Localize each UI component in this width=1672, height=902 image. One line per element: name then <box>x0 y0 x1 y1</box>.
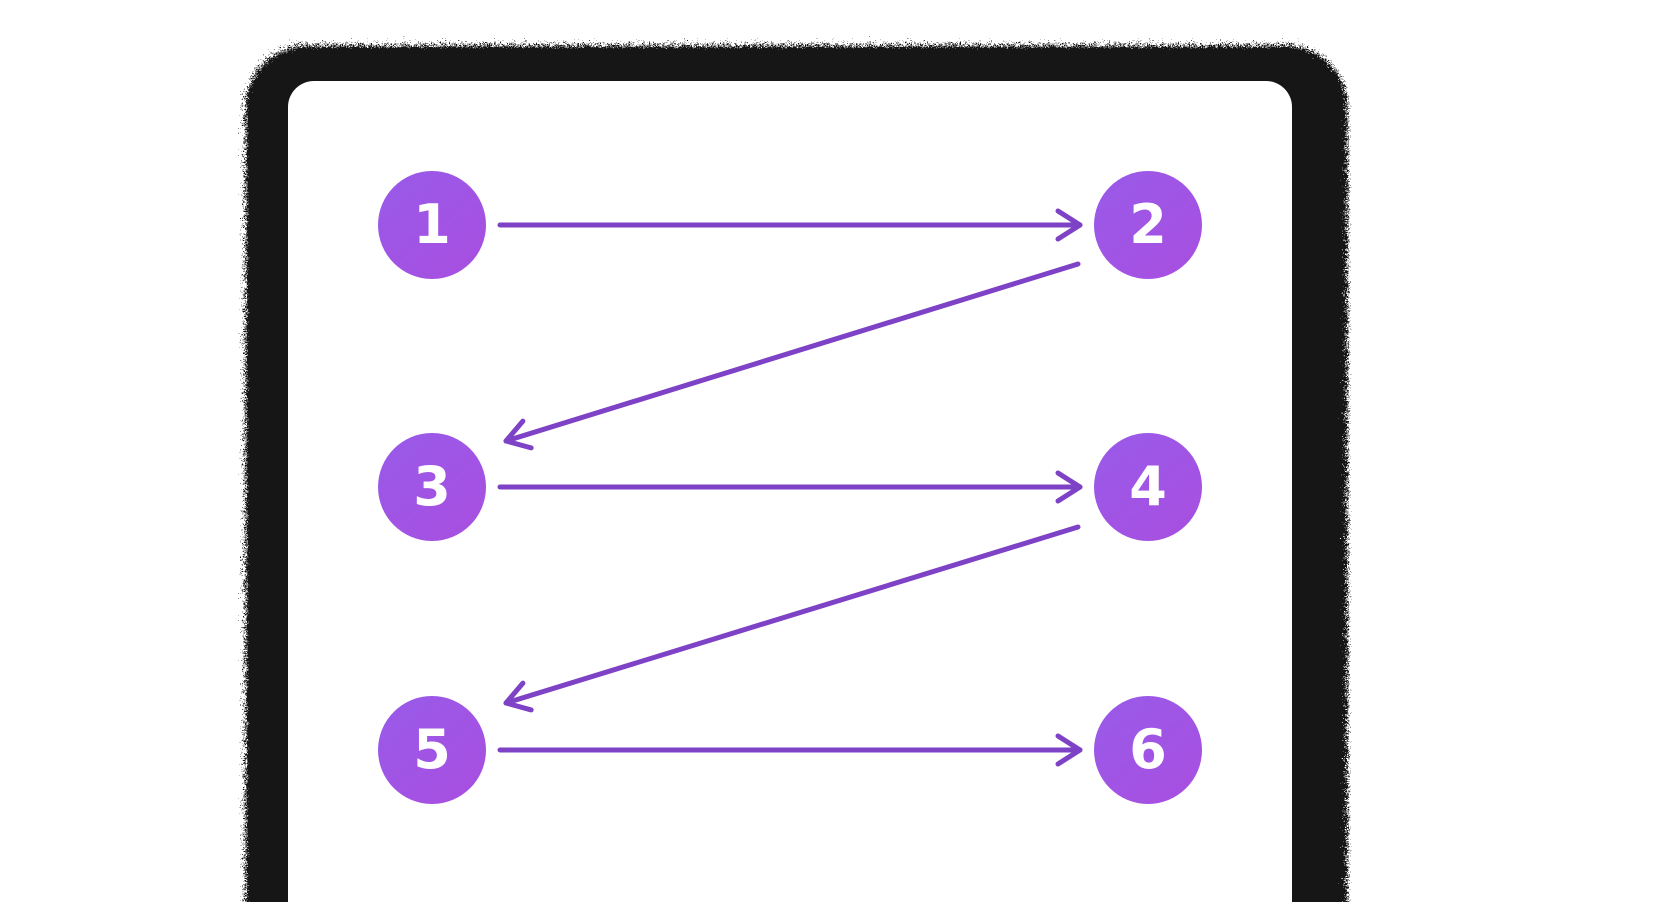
node-label-1: 1 <box>413 193 451 256</box>
node-label-5: 5 <box>413 718 451 781</box>
node-label-6: 6 <box>1129 718 1167 781</box>
node-label-2: 2 <box>1129 193 1167 256</box>
node-circle-6: 6 <box>1094 696 1202 804</box>
node-circle-3: 3 <box>378 433 486 541</box>
node-circle-2: 2 <box>1094 171 1202 279</box>
node-label-4: 4 <box>1129 455 1167 518</box>
edge-4-to-5 <box>503 524 1081 713</box>
node-circle-1: 1 <box>378 171 486 279</box>
node-circle-4: 4 <box>1094 433 1202 541</box>
node-label-3: 3 <box>413 455 451 518</box>
edge-2-to-3 <box>503 261 1081 451</box>
node-circle-5: 5 <box>378 696 486 804</box>
